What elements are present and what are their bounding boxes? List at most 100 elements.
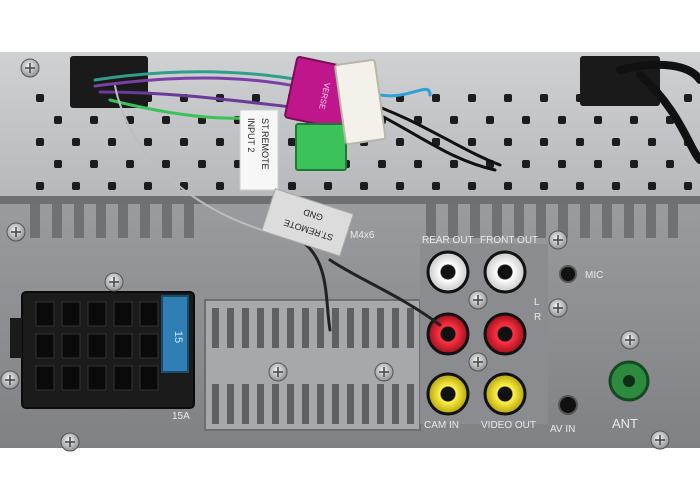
vent-hole: [594, 116, 602, 124]
connector-pin-slot: [113, 365, 133, 391]
vent-hole: [54, 116, 62, 124]
panel-fin: [492, 204, 502, 238]
svg-text:ST.REMOTE: ST.REMOTE: [260, 118, 270, 170]
vent-hole: [450, 160, 458, 168]
heat-sink-fin: [407, 384, 414, 424]
panel-fin: [30, 204, 40, 238]
left-channel-label: L: [534, 297, 540, 308]
svg-text:INPUT 2: INPUT 2: [246, 118, 256, 152]
heat-sink-fin: [377, 384, 384, 424]
mic-label: MIC: [585, 270, 603, 281]
vent-hole: [594, 160, 602, 168]
video-out-label: VIDEO OUT: [481, 420, 536, 431]
vent-hole: [324, 182, 332, 190]
vent-hole: [108, 138, 116, 146]
fuse: [161, 295, 189, 373]
heat-sink-fin: [257, 384, 264, 424]
connector-pin-slot: [61, 365, 81, 391]
vent-hole: [468, 138, 476, 146]
connector-pin-slot: [87, 333, 107, 359]
connector-pin-slot: [113, 301, 133, 327]
connector-pin-slot: [35, 301, 55, 327]
vent-hole: [72, 182, 80, 190]
vent-hole: [684, 94, 692, 102]
connector-pin-slot: [139, 333, 159, 359]
rca-jack-group: REAR OUT FRONT OUT L R CAM IN VIDEO OUT: [420, 235, 548, 431]
panel-fin: [624, 204, 634, 238]
white-connector: [334, 58, 387, 145]
heat-sink-fin: [227, 384, 234, 424]
panel-fin: [536, 204, 546, 238]
panel-fin: [558, 204, 568, 238]
heat-sink-fin: [377, 308, 384, 348]
vent-hole: [108, 182, 116, 190]
connector-pin-slot: [35, 365, 55, 391]
vent-hole: [180, 138, 188, 146]
rear-out-white-jack: [426, 250, 470, 294]
connector-pin-slot: [139, 365, 159, 391]
heat-sink-fin: [272, 384, 279, 424]
vent-hole: [396, 182, 404, 190]
vent-hole: [486, 116, 494, 124]
vent-hole: [360, 182, 368, 190]
vent-hole: [396, 138, 404, 146]
panel-fin: [602, 204, 612, 238]
heat-sink-fin: [257, 308, 264, 348]
video-out-yellow-jack: [483, 372, 527, 416]
vent-hole: [288, 182, 296, 190]
heat-sink-fin: [347, 308, 354, 348]
aux-jacks: MIC AV IN ANT M4x6: [350, 230, 650, 435]
front-out-white-jack: [483, 250, 527, 294]
panel-fin: [118, 204, 128, 238]
iso-power-connector: 15 15A: [10, 291, 195, 422]
vent-hole: [162, 160, 170, 168]
heat-sink-fin: [287, 384, 294, 424]
av-in-label: AV IN: [550, 424, 575, 435]
vent-hole: [630, 116, 638, 124]
left-cable-clip: [70, 56, 148, 108]
vent-hole: [162, 116, 170, 124]
rear-out-label: REAR OUT: [422, 235, 474, 246]
cam-in-yellow-jack: [426, 372, 470, 416]
connector-pin-slot: [61, 301, 81, 327]
vent-hole: [216, 138, 224, 146]
vent-hole: [540, 182, 548, 190]
vent-hole: [432, 182, 440, 190]
vent-hole: [144, 138, 152, 146]
vent-hole: [432, 94, 440, 102]
heat-sink-fin: [212, 384, 219, 424]
front-out-red-jack: [483, 312, 527, 356]
vent-hole: [378, 160, 386, 168]
vent-hole: [144, 182, 152, 190]
connector-pin-slot: [87, 301, 107, 327]
vent-hole: [540, 138, 548, 146]
mic-jack: [559, 265, 577, 283]
right-channel-label: R: [534, 312, 541, 323]
vent-hole: [612, 182, 620, 190]
heat-sink-fin: [302, 308, 309, 348]
connector-pin-slot: [113, 333, 133, 359]
heat-sink-fin: [392, 308, 399, 348]
fuse-rating-label: 15A: [172, 411, 190, 422]
vent-hole: [36, 94, 44, 102]
vent-hole: [630, 160, 638, 168]
heat-sink-fin: [332, 308, 339, 348]
vent-hole: [468, 94, 476, 102]
heat-sink-fin: [332, 384, 339, 424]
connector-pin-slot: [139, 301, 159, 327]
st-remote-input-tag: ST.REMOTE INPUT 2: [239, 109, 279, 191]
panel-fin: [514, 204, 524, 238]
vent-hole: [252, 94, 260, 102]
av-in-jack: [558, 395, 578, 415]
panel-fin: [668, 204, 678, 238]
vent-hole: [504, 182, 512, 190]
vent-hole: [504, 138, 512, 146]
vent-hole: [54, 160, 62, 168]
panel-fin: [646, 204, 656, 238]
heat-sink-fin: [392, 384, 399, 424]
heat-sink-fin: [302, 384, 309, 424]
panel-fin: [426, 204, 436, 238]
vent-hole: [36, 182, 44, 190]
vent-hole: [684, 182, 692, 190]
